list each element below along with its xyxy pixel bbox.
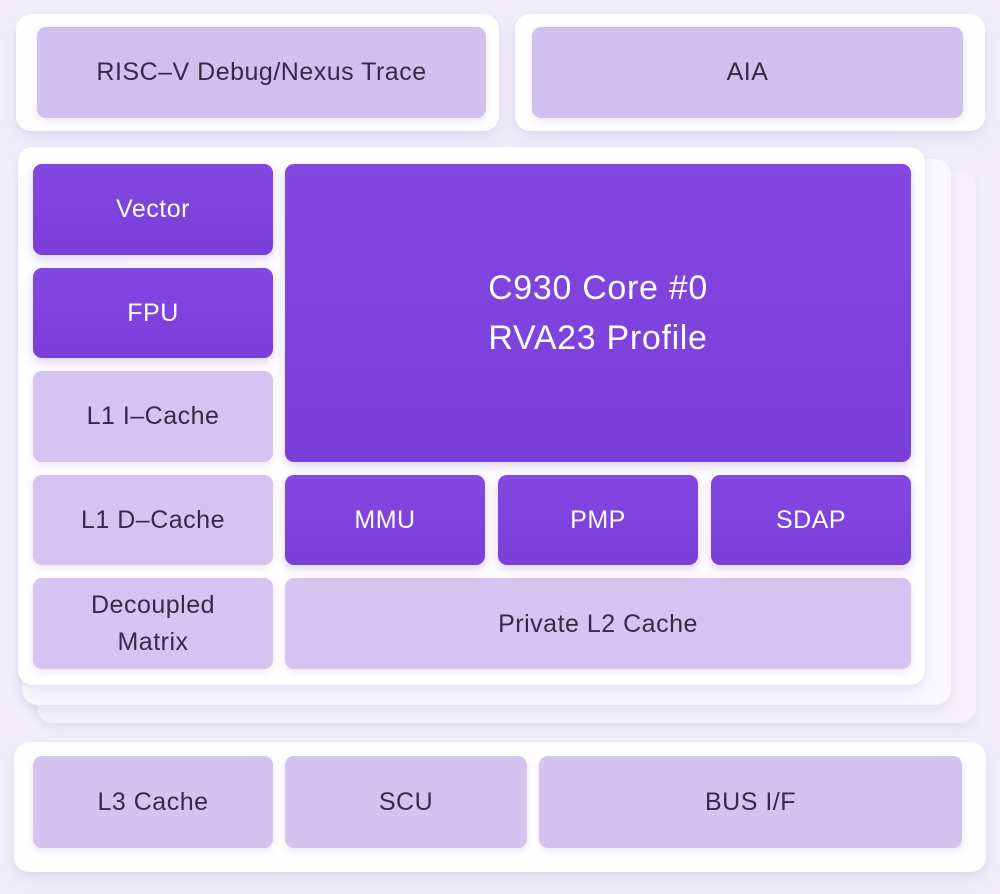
mmu-label: MMU — [354, 505, 416, 534]
bus-if-label: BUS I/F — [704, 787, 796, 816]
block-riscv-debug-nexus-trace: RISC–V Debug/Nexus Trace — [37, 27, 486, 118]
aia-card: AIA — [515, 14, 985, 131]
block-aia: AIA — [532, 27, 963, 118]
block-private-l2-cache: Private L2 Cache — [285, 578, 911, 669]
block-mmu: MMU — [285, 474, 485, 566]
mmu-pmp-sdap-row: MMU PMP SDAP — [285, 474, 911, 566]
block-l1-icache: L1 I–Cache — [33, 371, 273, 462]
l1-icache-label: L1 I–Cache — [86, 402, 220, 431]
block-scu: SCU — [285, 756, 527, 848]
block-fpu: FPU — [33, 267, 273, 359]
l3-cache-label: L3 Cache — [97, 787, 209, 816]
sdap-label: SDAP — [775, 505, 847, 534]
block-sdap: SDAP — [711, 474, 911, 566]
l2-cache-label: Private L2 Cache — [498, 609, 698, 638]
scu-label: SCU — [378, 787, 434, 816]
block-vector: Vector — [33, 164, 273, 255]
block-l1-dcache: L1 D–Cache — [33, 474, 273, 566]
debug-trace-label: RISC–V Debug/Nexus Trace — [96, 58, 427, 87]
aia-label: AIA — [726, 58, 769, 87]
core-title-line1: C930 Core #0 — [488, 268, 708, 307]
pmp-label: PMP — [570, 505, 626, 534]
core-cluster-card: Vector FPU L1 I–Cache L1 D–Cache Decoupl… — [18, 147, 925, 685]
block-decoupled-matrix: Decoupled Matrix — [33, 578, 273, 669]
decoupled-matrix-label: Decoupled Matrix — [90, 591, 216, 656]
block-c930-core-0: C930 Core #0 RVA23 Profile — [285, 164, 911, 462]
block-l3-cache: L3 Cache — [33, 756, 273, 848]
uncore-card: L3 Cache SCU BUS I/F — [14, 742, 986, 872]
block-pmp: PMP — [498, 474, 698, 566]
vector-label: Vector — [116, 195, 190, 224]
l1-dcache-label: L1 D–Cache — [81, 505, 225, 534]
block-bus-if: BUS I/F — [539, 756, 962, 848]
debug-trace-card: RISC–V Debug/Nexus Trace — [16, 14, 499, 131]
core-title-line2: RVA23 Profile — [488, 318, 708, 357]
fpu-label: FPU — [127, 298, 179, 327]
